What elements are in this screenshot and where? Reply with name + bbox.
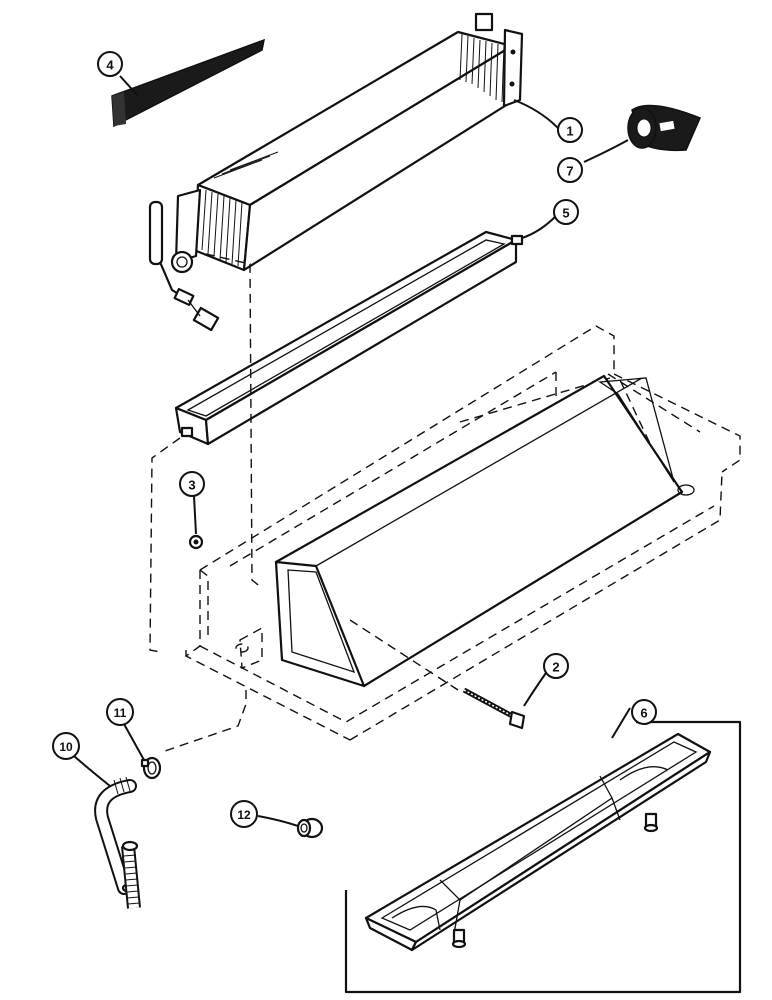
callout-4: 4 xyxy=(97,51,123,77)
callout-3: 3 xyxy=(179,471,205,497)
nut xyxy=(188,534,204,550)
callout-1-label: 1 xyxy=(566,124,573,139)
callout-3-label: 3 xyxy=(188,478,195,493)
assembly-lines xyxy=(149,253,459,753)
drain-pan xyxy=(174,230,524,446)
callout-6-label: 6 xyxy=(640,706,647,721)
callout-6: 6 xyxy=(631,699,657,725)
bolt xyxy=(462,687,526,730)
callout-2: 2 xyxy=(543,653,569,679)
callout-1: 1 xyxy=(557,117,583,143)
callout-11-label: 11 xyxy=(114,706,127,720)
grommet xyxy=(296,817,324,839)
hose-ribs-top xyxy=(113,776,131,795)
callout-5-label: 5 xyxy=(562,206,569,221)
drain-hose xyxy=(94,776,141,909)
callout-10-label: 10 xyxy=(59,740,73,754)
callout-12: 12 xyxy=(230,800,258,828)
callout-7-label: 7 xyxy=(566,164,573,179)
callout-12-label: 12 xyxy=(237,808,251,822)
leader-lines xyxy=(73,75,631,827)
inset-drain-nozzle-right xyxy=(643,812,659,833)
drain-pan-inset xyxy=(364,732,712,952)
callout-4-label: 4 xyxy=(106,58,114,73)
callout-10: 10 xyxy=(52,732,80,760)
callout-5: 5 xyxy=(553,199,579,225)
callout-2-label: 2 xyxy=(552,660,559,675)
evaporator-core xyxy=(148,12,524,332)
hose-ribs-bottom xyxy=(123,854,141,905)
seal-strip xyxy=(111,38,265,128)
core-left-fins xyxy=(201,151,279,267)
hose-clamp xyxy=(140,756,162,780)
housing-ridge xyxy=(274,374,695,688)
inset-drain-nozzle-left xyxy=(451,928,467,949)
tape-roll xyxy=(627,104,701,152)
callout-7: 7 xyxy=(557,157,583,183)
callout-11: 11 xyxy=(106,698,134,726)
